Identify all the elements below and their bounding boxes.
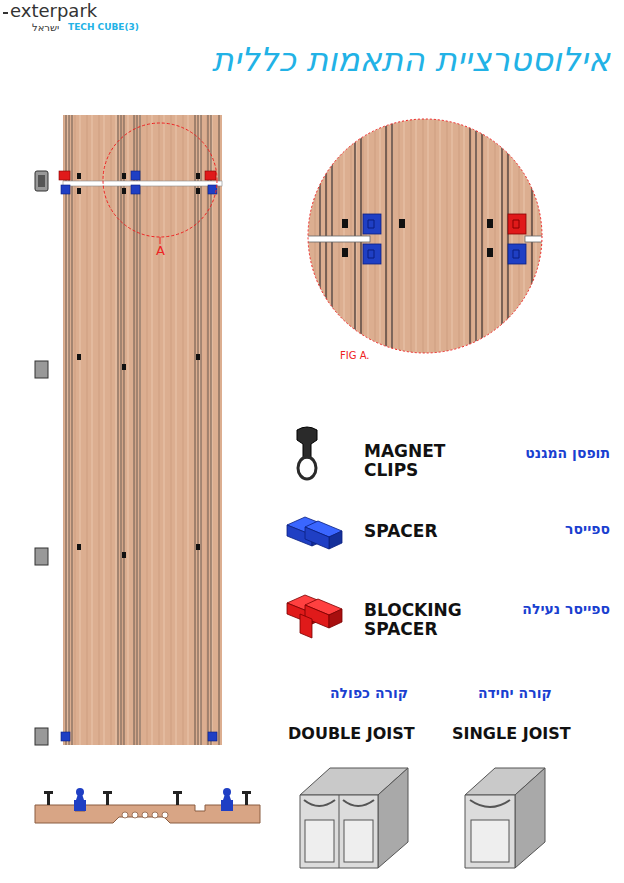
part-name-he: ספייסר [565,522,610,537]
figure-caption: FIG A. [340,350,369,361]
single-joist [465,768,545,868]
joist-name: DOUBLE JOIST [288,725,415,743]
part-name: MAGNET CLIPS [364,442,474,479]
deck-panel [59,115,222,745]
logo-country: ישראל [32,22,59,33]
joist-name: SINGLE JOIST [452,725,571,743]
logo-text: exterpark [10,1,97,21]
part-name-he: תופסן המגנט [525,446,610,461]
cross-section [35,788,260,823]
magnet-clip-icon [297,427,317,479]
joist-name-he: קורה יחידה [478,686,552,701]
logo-product: TECH CUBE(3) [68,23,139,33]
part-name-he: ספייסר נעילה [522,602,610,617]
joist-marker [35,171,48,745]
part-name: BLOCKING SPACER [364,601,482,638]
blocking-spacer-icon [287,595,342,638]
zoom-detail [300,110,555,370]
spacer-icon [287,517,342,549]
logo-dash [3,12,8,14]
page-title: אילוסטרציית התאמות כללית [212,42,610,78]
double-joist [300,768,408,868]
part-name: SPACER [364,522,437,541]
detail-marker: A [156,244,165,258]
joist-name-he: קורה כפולה [330,686,408,701]
